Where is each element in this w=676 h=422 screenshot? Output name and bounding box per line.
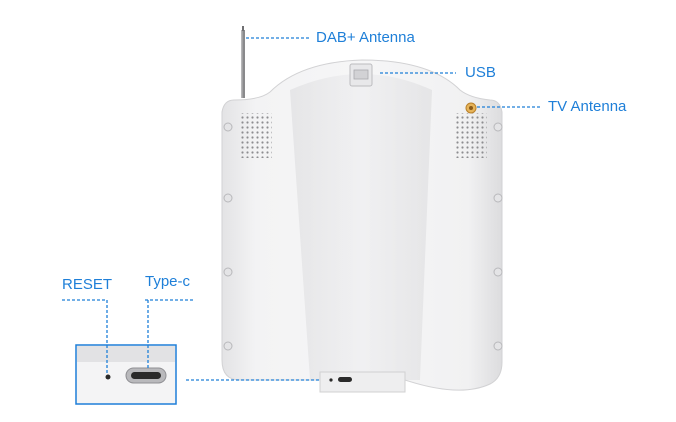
screw-holes <box>223 122 503 351</box>
type-c-label: Type-c <box>145 273 191 290</box>
device-body <box>221 59 503 393</box>
reset-hole <box>105 374 111 380</box>
type-c-port <box>125 367 167 384</box>
usb-label: USB <box>465 64 496 81</box>
dab-antenna-rod <box>241 26 245 98</box>
dab-antenna-label: DAB+ Antenna <box>316 29 415 46</box>
port-detail-inset <box>75 344 177 405</box>
tv-antenna-connector <box>465 102 477 114</box>
speaker-grill-left <box>240 113 272 158</box>
reset-label: RESET <box>62 276 113 293</box>
tv-antenna-label: TV Antenna <box>548 98 627 115</box>
speaker-grill-right <box>455 113 487 158</box>
usb-port <box>349 63 373 87</box>
leader-lines <box>62 37 540 381</box>
